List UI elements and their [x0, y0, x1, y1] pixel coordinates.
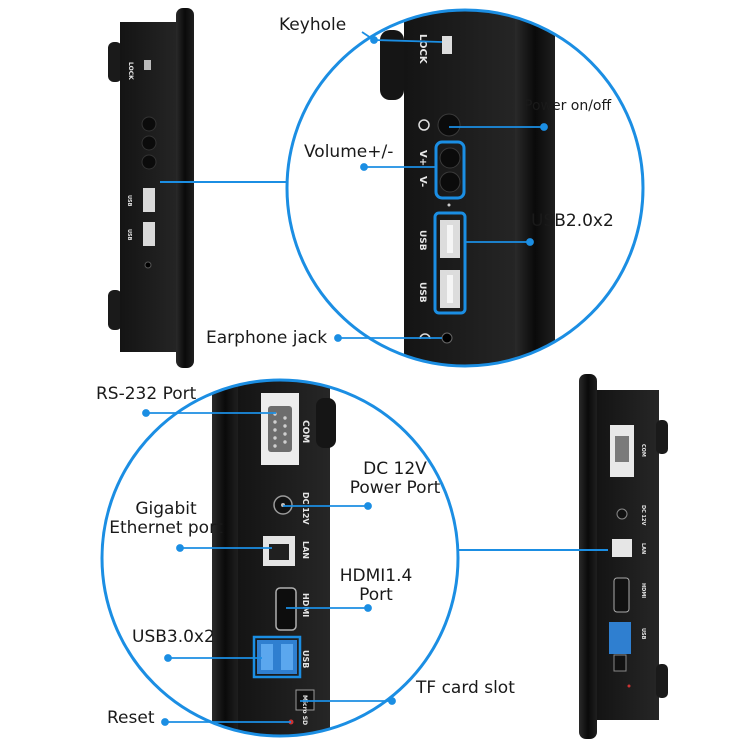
hdmi-port-small [613, 577, 630, 613]
vminus-button [439, 171, 461, 193]
gigabit-label: Gigabit Ethernet port [104, 500, 228, 538]
volume-label: Volume+/- [304, 142, 394, 162]
silk-lock: LOCK [417, 34, 428, 65]
zoom-bezel-bottom [212, 380, 238, 736]
dc-label-line2: Power Port [349, 478, 441, 498]
bottom-zoom-content: COM DC 12V LAN HDMI USB Micro SD [102, 380, 458, 736]
indicator-dot [447, 203, 451, 207]
power-button-small [141, 116, 157, 132]
front-bezel-small [579, 374, 597, 739]
usb2-dot [526, 238, 534, 246]
front-bezel [176, 8, 194, 368]
mount-knob-bottom [108, 290, 122, 330]
tf-label: TF card slot [416, 678, 515, 698]
reset-label: Reset [107, 708, 155, 728]
silk-usb-small: USB [640, 628, 646, 640]
usb3-label: USB3.0x2 [132, 627, 215, 647]
keyhole-label: Keyhole [279, 15, 347, 35]
keyhole-dot [370, 36, 378, 44]
dc-jack-small [616, 508, 628, 520]
dc-dot [364, 502, 372, 510]
microsd-small [613, 654, 627, 672]
silk-usb-small-1: USB [126, 195, 132, 207]
usb2-label: USB2.0x2 [531, 211, 614, 231]
zoom-circle-top [285, 8, 645, 368]
power-label: Power on/off [524, 98, 612, 114]
vplus-button-small [141, 135, 157, 151]
mount-knob-top [108, 42, 122, 82]
bottom-device-small: COM DC 12V LAN HDMI USB [579, 374, 668, 739]
hdmi-dot [364, 604, 372, 612]
power-dot [540, 123, 548, 131]
reset-dot [161, 718, 169, 726]
silk-com-small: COM [640, 444, 646, 457]
earphone-dot [334, 334, 342, 342]
rs232-label: RS-232 Port [96, 384, 197, 404]
volume-dot [360, 163, 368, 171]
usb-highlight [433, 211, 467, 315]
top-device-small: LOCK USB USB [108, 8, 194, 368]
usb3-port-small [609, 622, 631, 654]
vplus-button [439, 147, 461, 169]
hdmi-label-line1: HDMI1.4 [339, 566, 413, 586]
side-panel [120, 22, 182, 352]
reset-dot-small [627, 684, 631, 688]
silk-lock-small: LOCK [127, 62, 134, 80]
silk-vminus: V- [417, 176, 428, 187]
silk-hdmi-small: HDMI [640, 583, 646, 598]
vminus-button-small [141, 154, 157, 170]
zoom-circle-bottom [100, 378, 460, 738]
gigabit-label-line2: Ethernet port [109, 518, 223, 538]
power-icon [418, 119, 430, 131]
power-button [437, 113, 461, 137]
dc-label: DC 12V Power Port [340, 460, 450, 498]
silk-com: COM [300, 420, 310, 443]
hdmi-port [275, 587, 297, 631]
usb3-dot [164, 654, 172, 662]
silk-hdmi: HDMI [301, 593, 310, 617]
silk-lan: LAN [301, 541, 310, 559]
silk-lan-small: LAN [640, 543, 646, 554]
silk-usb-2: USB [417, 282, 427, 303]
silk-vplus: V+ [417, 150, 428, 166]
volume-highlight [434, 140, 466, 200]
dc-label-line1: DC 12V [363, 459, 427, 479]
earphone-jack [441, 332, 453, 344]
rs232-dot [142, 409, 150, 417]
hdmi-label-line2: Port [359, 585, 393, 605]
top-zoom-content: LOCK V+ V- USB USB [287, 10, 643, 366]
earphone-label: Earphone jack [206, 328, 328, 348]
hdmi-label: HDMI1.4 Port [334, 567, 418, 605]
silk-usb: USB [301, 650, 310, 668]
silk-microsd: Micro SD [301, 695, 308, 725]
silk-usb-small-2: USB [126, 229, 132, 241]
silk-dc-small: DC 12V [640, 505, 646, 526]
zoom-knob-top [380, 30, 404, 100]
tf-dot [388, 697, 396, 705]
silk-dc: DC 12V [301, 492, 310, 525]
usb3-highlight [252, 635, 302, 679]
zoom-bezel-top [515, 10, 555, 366]
keyhole-small [144, 60, 151, 70]
usb-port-small-1 [143, 188, 155, 212]
microsd-slot [295, 689, 315, 711]
lan-port-small [612, 539, 632, 557]
gigabit-label-line1: Gigabit [135, 499, 197, 519]
keyhole [442, 36, 452, 54]
lan-dot [176, 544, 184, 552]
earphone-jack-small [144, 261, 152, 269]
silk-usb-1: USB [417, 230, 427, 251]
usb-port-small-2 [143, 222, 155, 246]
